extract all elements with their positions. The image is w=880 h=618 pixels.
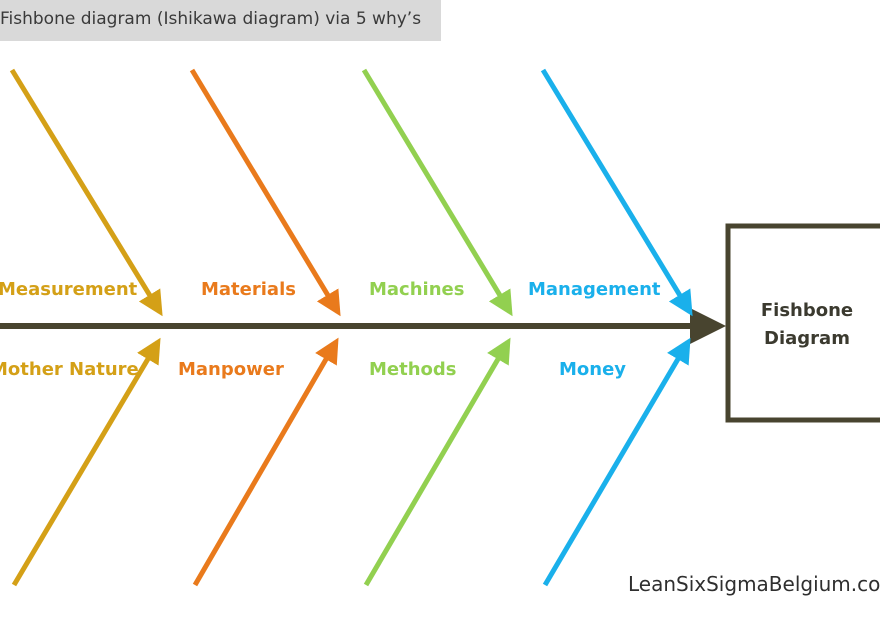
bone-money: [542, 337, 691, 587]
effect-label-line2: Diagram: [764, 328, 850, 349]
label-money: Money: [559, 359, 626, 380]
effect-box: [725, 223, 880, 423]
bone-measurement: [9, 68, 163, 317]
bone-materials: [189, 68, 341, 317]
bone-mother-nature: [11, 337, 161, 587]
label-manpower: Manpower: [178, 359, 284, 380]
bone-management: [540, 68, 693, 317]
bone-machines: [361, 68, 513, 317]
label-management: Management: [528, 279, 661, 300]
label-materials: Materials: [201, 279, 296, 300]
label-measurement: Measurement: [0, 279, 138, 300]
label-machines: Machines: [369, 279, 464, 300]
title-bar: Fishbone diagram (Ishikawa diagram) via …: [0, 0, 441, 41]
label-mother-nature: Mother Nature: [0, 359, 139, 380]
website-watermark: LeanSixSigmaBelgium.com: [628, 572, 880, 596]
page-title: Fishbone diagram (Ishikawa diagram) via …: [0, 9, 422, 29]
effect-label-line1: Fishbone: [761, 300, 853, 321]
label-methods: Methods: [369, 359, 457, 380]
bone-methods: [363, 337, 511, 587]
bone-manpower: [192, 337, 339, 587]
